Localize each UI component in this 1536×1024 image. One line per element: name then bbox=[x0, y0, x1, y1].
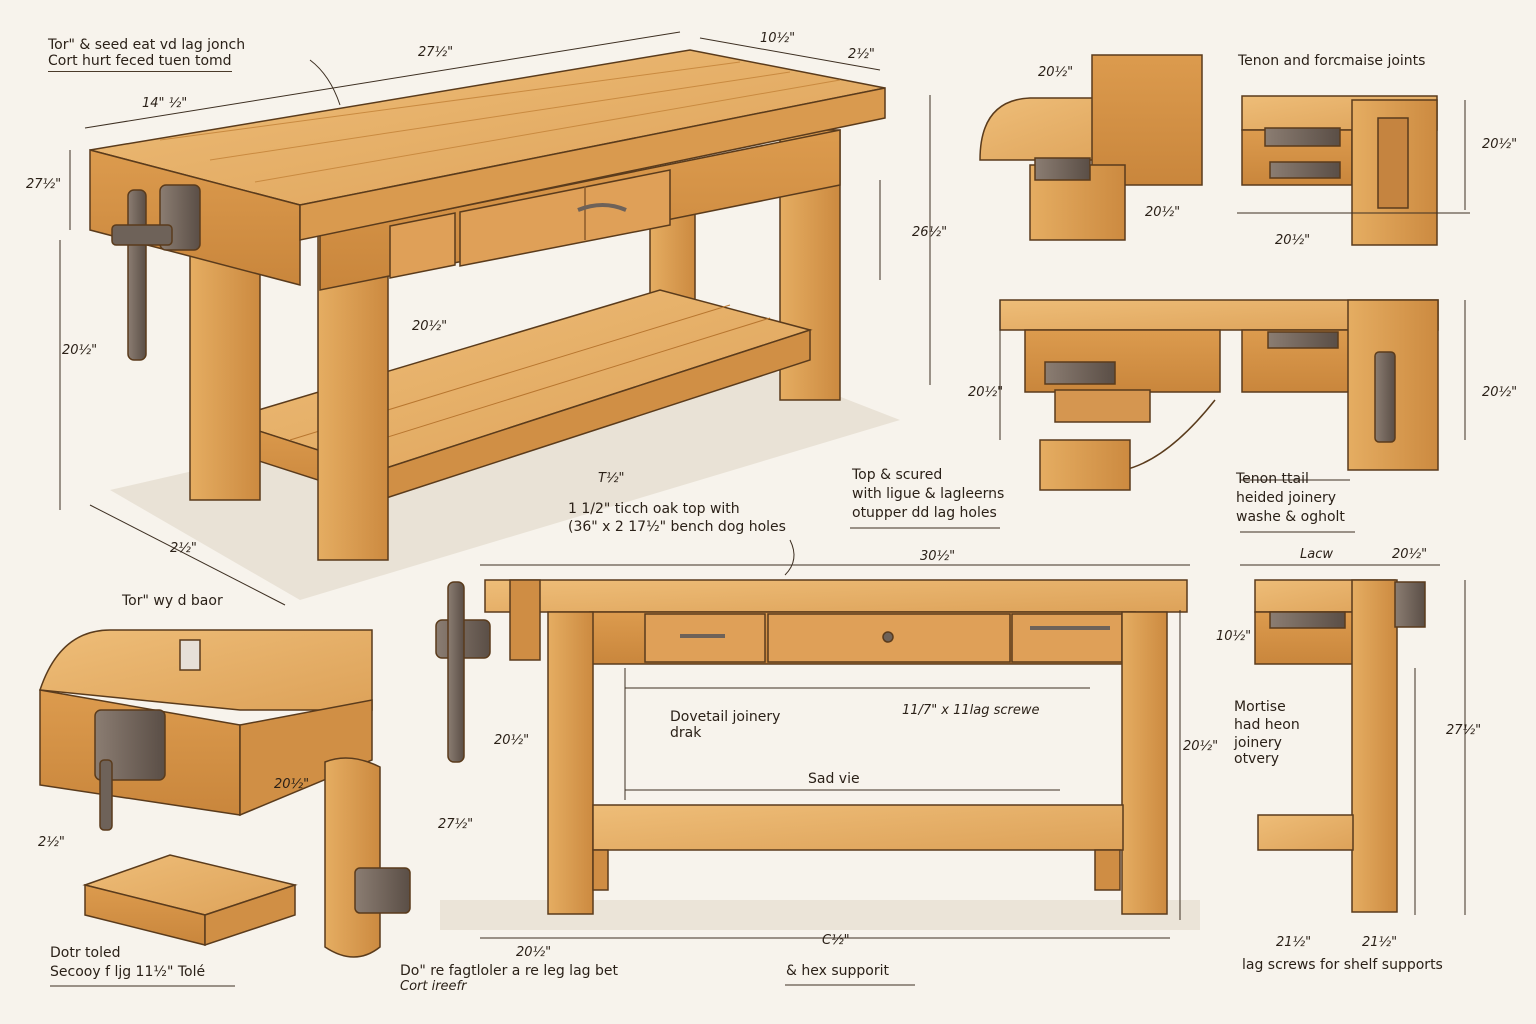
vise-dim-a: 2½" bbox=[38, 835, 65, 850]
dim-left-a: 27½" bbox=[26, 177, 62, 192]
mortise-line-4: otvery bbox=[1234, 751, 1279, 767]
dimension-lines bbox=[50, 31, 1470, 987]
front-dim-bottom-a: 20½" bbox=[516, 945, 552, 960]
dovetail-line-2: drak bbox=[670, 725, 702, 741]
tenon-dim-d: 20½" bbox=[1482, 137, 1518, 152]
tenon-dim-a: 20½" bbox=[1038, 65, 1074, 80]
hex-support-label: & hex supporit bbox=[786, 963, 889, 979]
vise-dim-b: 20½" bbox=[274, 777, 310, 792]
vise-detail bbox=[38, 629, 373, 831]
bench-dog-block bbox=[82, 854, 298, 947]
block-note-line-2: Secooy f ljg 11½" Tolé bbox=[50, 964, 206, 980]
top-note-line-1: 1 1/2" ticch oak top with bbox=[568, 501, 740, 517]
leg-bracket-detail bbox=[324, 757, 411, 958]
leg-dim: 27½" bbox=[438, 817, 474, 832]
side-elevation-bench bbox=[1254, 579, 1426, 913]
block-note-line-1: Dotr toled bbox=[50, 945, 121, 961]
lag-shelf-label: lag screws for shelf supports bbox=[1242, 957, 1443, 973]
top-secured-line-1: Top & scured bbox=[852, 467, 943, 483]
bottom-note-line-2: Cort ireefr bbox=[400, 979, 467, 994]
mortise-line-1: Mortise bbox=[1234, 699, 1286, 715]
dovetail-line-1: Dovetail joinery bbox=[670, 709, 781, 725]
dim-bottom-a: 2½" bbox=[170, 541, 197, 556]
mid-dim-right: 20½" bbox=[1482, 385, 1518, 400]
side-dim-top-a: Lacw bbox=[1300, 547, 1333, 562]
mortise-line-3: joinery bbox=[1234, 735, 1282, 751]
top-secured-line-2: with ligue & lagleerns bbox=[852, 486, 1005, 502]
side-dim-left: 10½" bbox=[1216, 629, 1252, 644]
side-view-label: Sad vie bbox=[808, 771, 860, 787]
front-dim-bottom-b: C½" bbox=[822, 933, 850, 948]
front-dim-top: 30½" bbox=[920, 549, 956, 564]
lag-screw-label: 11/7" x 11lag screwe bbox=[902, 703, 1040, 718]
tenon-tail-line-2: heided joinery bbox=[1236, 490, 1337, 506]
top-secured-line-3: otupper dd lag holes bbox=[852, 505, 997, 521]
tenon-tail-line-1: Tenon ttail bbox=[1236, 471, 1309, 487]
tenon-dim-b: 20½" bbox=[1145, 205, 1181, 220]
tenon-joint-detail-left bbox=[979, 54, 1203, 241]
vise-title: Tor" wy d baor bbox=[122, 593, 223, 609]
side-dim-top-b: 20½" bbox=[1392, 547, 1428, 562]
tenon-dim-c: 20½" bbox=[1275, 233, 1311, 248]
dim-shelf: 20½" bbox=[412, 319, 448, 334]
front-dim-left: 20½" bbox=[494, 733, 530, 748]
tenon-tail-line-3: washe & ogholt bbox=[1236, 509, 1345, 525]
bottom-note-line-1: Do" re fagtloler a re leg lag bet bbox=[400, 963, 618, 979]
dim-right-a: 26½" bbox=[912, 225, 948, 240]
tenon-joint-detail-right bbox=[1241, 95, 1438, 246]
mid-dim-left: 20½" bbox=[968, 385, 1004, 400]
dim-top-a: 27½" bbox=[418, 45, 454, 60]
dim-top-d: 14" ½" bbox=[142, 96, 188, 111]
dim-bottom-b: T½" bbox=[598, 471, 625, 486]
mortise-line-2: had heon bbox=[1234, 717, 1300, 733]
top-note-line-2: (36" x 2 17½" bench dog holes bbox=[568, 519, 786, 535]
leg-apron-detail bbox=[999, 299, 1439, 491]
tenon-title: Tenon and forcmaise joints bbox=[1238, 53, 1426, 69]
dim-left-b: 20½" bbox=[62, 343, 98, 358]
side-dim-bottom-a: 21½" bbox=[1276, 935, 1312, 950]
dim-top-c: 2½" bbox=[848, 47, 875, 62]
front-elevation-bench bbox=[435, 579, 1200, 930]
side-dim-bottom-b: 21½" bbox=[1362, 935, 1398, 950]
side-dim-right: 27½" bbox=[1446, 723, 1482, 738]
top-left-note-line-1: Tor" & seed eat vd lag jonch bbox=[48, 37, 246, 53]
top-left-note-line-2: Cort hurt feced tuen tomd bbox=[48, 52, 232, 72]
main-isometric-bench bbox=[89, 49, 900, 600]
dim-top-b: 10½" bbox=[760, 31, 796, 46]
front-dim-right: 20½" bbox=[1183, 739, 1219, 754]
